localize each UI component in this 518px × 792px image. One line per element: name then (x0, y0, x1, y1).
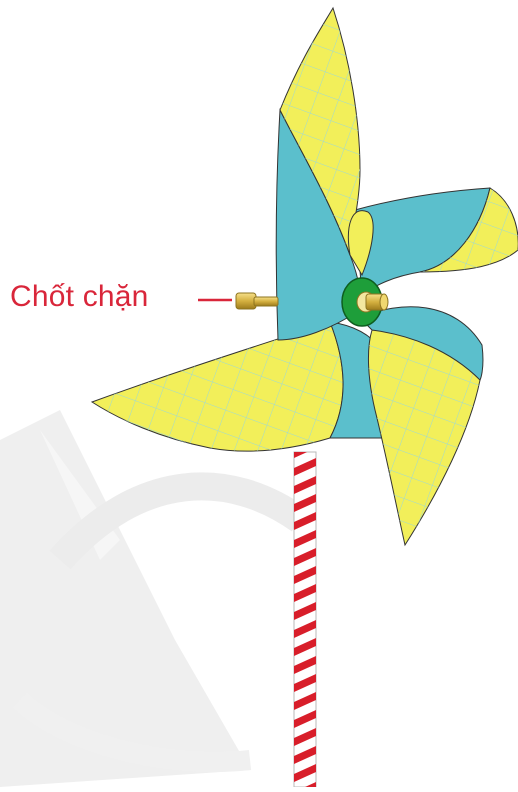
blade-bottom (360, 307, 483, 545)
watermark-logo (0, 410, 300, 787)
stopper-pin-label: Chốt chặn (10, 280, 149, 314)
blade-left (92, 322, 396, 451)
stopper-pin (236, 293, 278, 309)
stick (294, 440, 316, 787)
blade-right (355, 188, 518, 295)
